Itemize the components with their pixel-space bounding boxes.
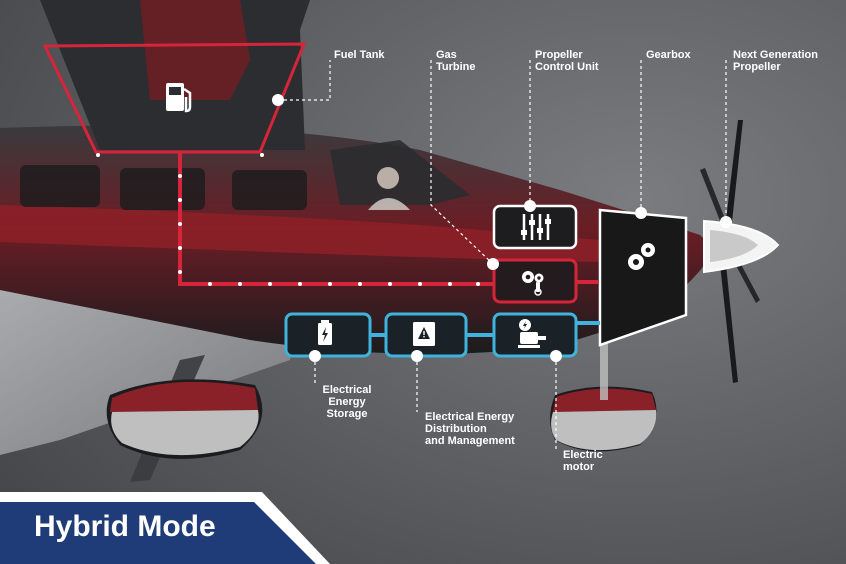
- label-energy-distribution: Electrical Energy Distribution and Manag…: [425, 411, 515, 447]
- label-electric-motor: Electric motor: [563, 449, 603, 473]
- propeller-blade-bottom: [718, 245, 738, 383]
- callout-dots: [272, 94, 732, 362]
- cockpit-windshield: [330, 140, 470, 205]
- fuselage-red-stripe: [0, 205, 600, 262]
- pilot-head: [377, 167, 399, 189]
- label-next-generation-propeller: Next Generation Propeller: [733, 49, 818, 73]
- propeller-blade-top: [726, 120, 743, 222]
- cabin-window-front: [232, 170, 307, 210]
- mode-title: Hybrid Mode: [34, 510, 216, 543]
- fuel-tank-outline: [42, 42, 307, 154]
- turbine-gears-icon: [522, 271, 544, 296]
- gears-icon: [628, 243, 655, 270]
- label-gearbox: Gearbox: [646, 49, 691, 61]
- sliders-icon: [521, 214, 551, 240]
- gas-turbine-box: [492, 258, 578, 304]
- label-propeller-control-unit: Propeller Control Unit: [535, 49, 599, 73]
- right-wheel-pant-white: [551, 410, 657, 451]
- fuel-line-dots: [96, 153, 480, 286]
- left-wheel-pant-white: [111, 410, 259, 456]
- gearbox-outline: [598, 208, 688, 347]
- electric-motor-icon: [518, 319, 546, 348]
- label-gas-turbine: Gas Turbine: [436, 49, 476, 73]
- battery-icon: [318, 320, 332, 345]
- electrical-panel-icon: [413, 322, 435, 346]
- mode-banner: [0, 502, 316, 564]
- cabin-window-rear: [20, 165, 100, 207]
- label-fuel-tank: Fuel Tank: [334, 49, 385, 61]
- propeller-blade-left: [700, 168, 727, 226]
- propeller-control-unit-box: [492, 204, 578, 250]
- label-electrical-energy-storage: Electrical Energy Storage: [322, 384, 372, 420]
- pilot-body: [368, 198, 410, 210]
- left-wheel-pant-red: [110, 381, 258, 412]
- upper-wing-red: [140, 0, 250, 100]
- nose-gear-strut: [600, 340, 608, 400]
- cabin-window-mid: [120, 168, 205, 210]
- callout-leaders: [278, 60, 727, 450]
- spinner-inner: [710, 230, 758, 262]
- fuel-pump-icon: [166, 83, 192, 113]
- right-wheel-pant-red: [553, 388, 656, 412]
